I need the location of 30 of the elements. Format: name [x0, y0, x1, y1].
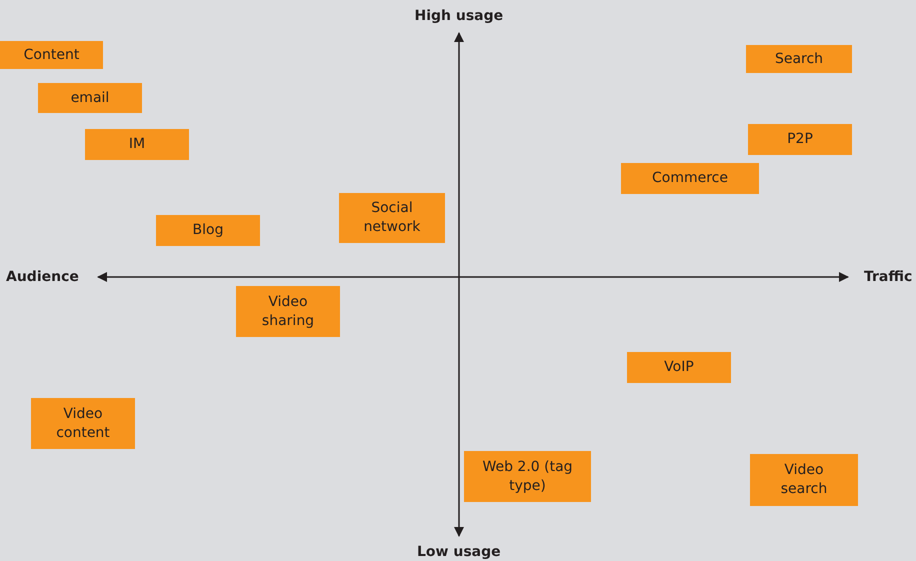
- category-box: [31, 398, 135, 449]
- category-label: IM: [128, 135, 146, 154]
- category-label: Video content: [55, 404, 111, 442]
- category-label: VoIP: [664, 358, 694, 377]
- category-box: [156, 215, 260, 246]
- category-box: [464, 451, 591, 502]
- category-box: [621, 163, 759, 194]
- category-box: [339, 193, 445, 243]
- category-label: Blog: [192, 221, 224, 240]
- category-box: [38, 83, 142, 113]
- category-box: [236, 286, 340, 337]
- category-label: Social network: [362, 199, 422, 237]
- category-label: Web 2.0 (tag type): [481, 458, 574, 496]
- category-box: [85, 129, 189, 160]
- category-label: email: [70, 88, 110, 108]
- category-box: [0, 41, 103, 69]
- category-box: [627, 352, 731, 383]
- category-box: [748, 124, 852, 155]
- axis-label: Low usage: [417, 544, 501, 560]
- category-box: [746, 45, 852, 73]
- category-label: Search: [774, 50, 824, 68]
- axis-label: Traffic: [864, 269, 912, 285]
- category-label: Video search: [780, 461, 828, 499]
- category-label: P2P: [787, 130, 813, 149]
- category-label: Video sharing: [260, 292, 316, 330]
- category-box: [750, 454, 858, 506]
- axis-label: Audience: [6, 269, 79, 285]
- category-label: Commerce: [652, 169, 728, 188]
- axis-label: High usage: [414, 8, 504, 24]
- category-label: Content: [24, 46, 80, 64]
